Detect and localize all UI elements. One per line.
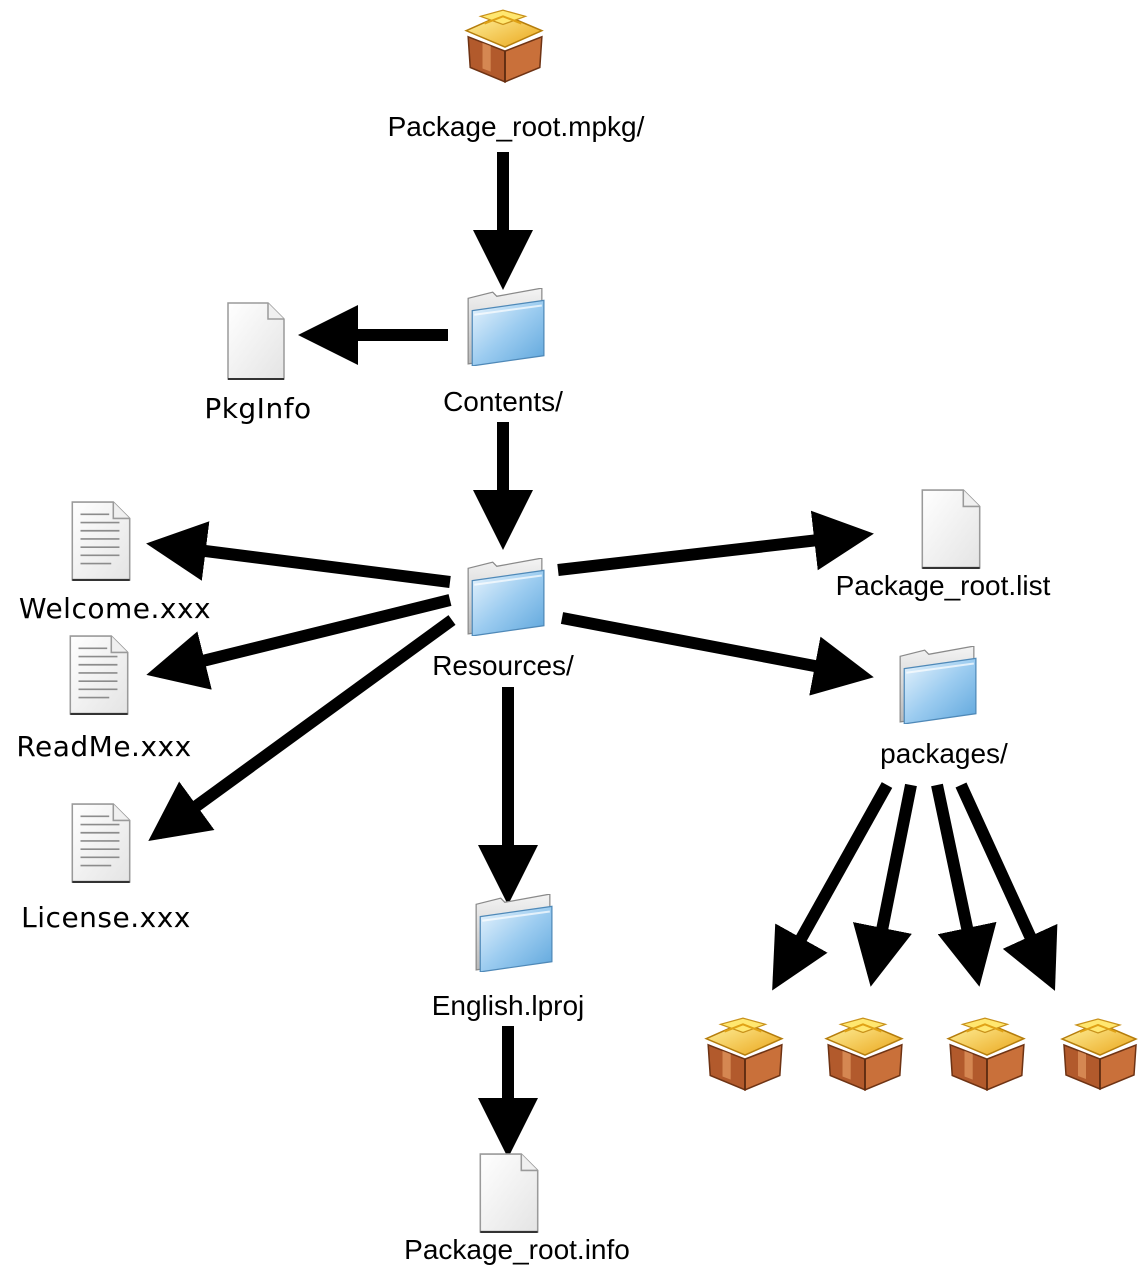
arrow-resources-to-welcome: [146, 521, 451, 588]
node-label-welcome: Welcome.xxx: [18, 592, 212, 625]
node-label-english: English.lproj: [431, 990, 585, 1021]
package-icon: [947, 1017, 1025, 1091]
folder-icon: [467, 558, 545, 636]
node-label-packages: packages/: [880, 738, 1008, 769]
text-document-icon: [71, 501, 131, 581]
arrow-packages-to-subpackage-3: [931, 783, 997, 987]
node-label-license: License.xxx: [21, 901, 191, 934]
arrow-resources-to-readme: [146, 594, 452, 690]
node-label-info: Package_root.info: [404, 1234, 630, 1265]
folder-icon: [475, 894, 553, 972]
arrows: [146, 152, 1058, 1158]
node-label-pkginfo: PkgInfo: [204, 392, 312, 425]
package-icon: [705, 1017, 783, 1091]
node-label-resources: Resources/: [432, 650, 574, 681]
blank-file-icon: [921, 489, 981, 569]
package-icon: [825, 1017, 903, 1091]
blank-file-icon: [226, 301, 286, 381]
folder-icon: [899, 646, 977, 724]
node-label-list: Package_root.list: [835, 570, 1051, 601]
package-icon: [465, 9, 543, 83]
node-label-readme: ReadMe.xxx: [16, 730, 192, 763]
blank-file-icon: [479, 1153, 539, 1233]
text-document-icon: [71, 803, 131, 883]
text-document-icon: [69, 635, 129, 715]
folder-icon: [467, 288, 545, 366]
node-label-contents: Contents/: [443, 386, 563, 417]
node-label-root: Package_root.mpkg/: [387, 111, 645, 142]
arrow-packages-to-subpackage-4: [955, 782, 1058, 991]
arrow-resources-to-packages: [560, 612, 874, 696]
arrow-resources-to-list: [557, 510, 874, 576]
arrow-packages-to-subpackage-1: [772, 782, 893, 991]
package-icon: [1060, 1017, 1138, 1091]
arrow-packages-to-subpackage-2: [852, 783, 917, 987]
arrow-resources-to-license: [148, 615, 456, 842]
